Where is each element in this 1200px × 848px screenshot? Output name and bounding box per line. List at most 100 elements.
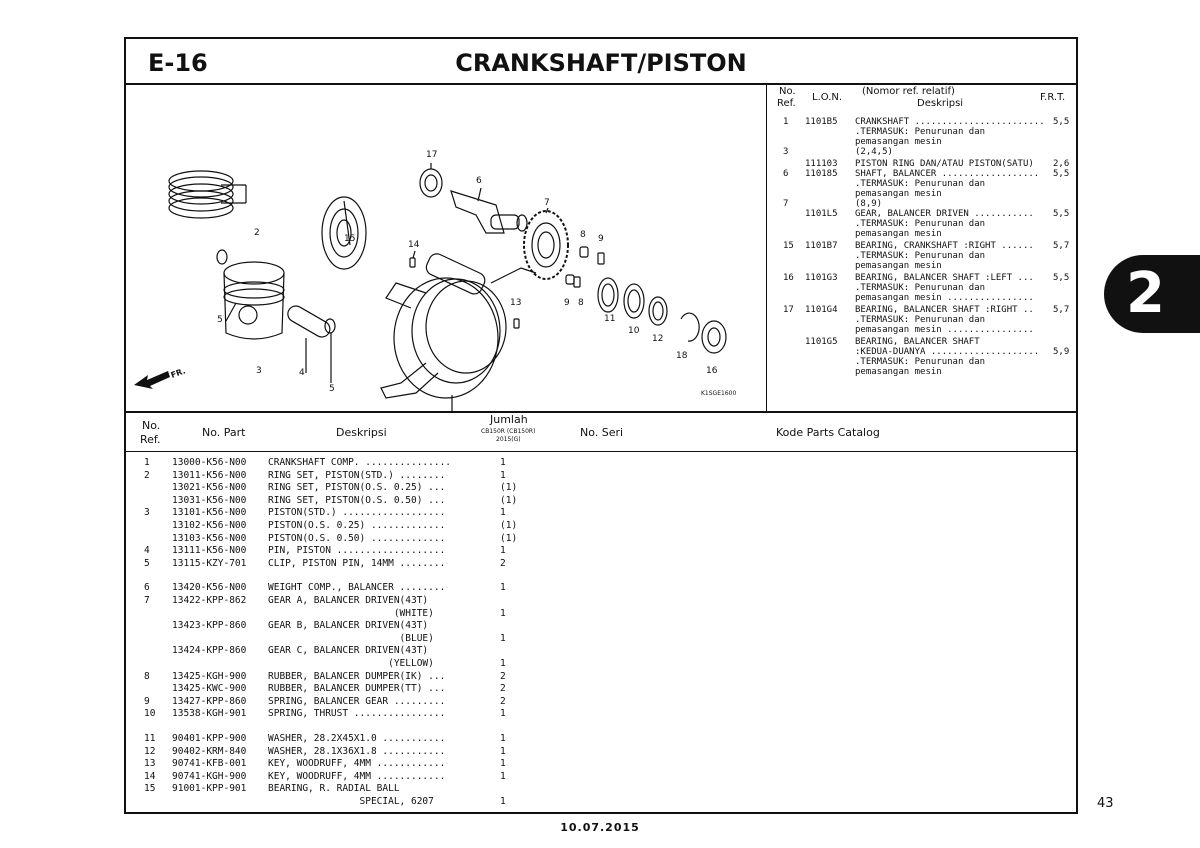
lon-cell-desc: SHAFT, BALANCER .................. <box>855 169 1040 179</box>
exploded-parts-diagram: 17 6 7 8 9 2 15 14 5 13 9 8 11 10 12 18 … <box>134 150 736 413</box>
lon-cell-desc: .TERMASUK: Penurunan dan <box>855 219 986 229</box>
parts-cell-qty: 1 <box>500 545 506 557</box>
front-direction-arrow-icon <box>134 371 170 389</box>
parts-cell-qty: 1 <box>500 758 506 770</box>
parts-cell-qty: 1 <box>500 632 506 644</box>
parts-cell-desc: CLIP, PISTON PIN, 14MM ........ <box>268 557 446 569</box>
parts-cell-part: 13031-K56-N00 <box>172 494 247 506</box>
parts-cell-ref: 7 <box>144 595 150 606</box>
table-row: 10 13538-KGH-901 SPRING, THRUST ..........… <box>126 708 526 720</box>
callout-label: 2 <box>254 228 260 238</box>
parts-ref-header: Ref. <box>140 433 161 446</box>
parts-cell-ref: 15 <box>144 783 156 795</box>
parts-cell-part: 13103-K56-N00 <box>172 532 247 544</box>
lon-frt-header: F.R.T. <box>1040 92 1066 103</box>
callout-label: 8 <box>578 298 584 308</box>
parts-cell-ref: 1 <box>144 457 150 468</box>
parts-cell-desc: SPRING, BALANCER GEAR ......... <box>268 695 446 707</box>
parts-cell-part: 90402-KRM-840 <box>172 745 247 757</box>
piston-ring-set-drawing <box>168 170 234 219</box>
parts-cell-desc: RUBBER, BALANCER DUMPER(IK) ... <box>268 670 446 682</box>
lon-table: No. Ref. L.O.N. (Nomor ref. relatif) Des… <box>767 83 1078 411</box>
parts-cell-qty: 2 <box>500 683 506 695</box>
chapter-tab: 2 <box>1104 255 1200 333</box>
lon-cell-desc: pemasangan mesin <box>855 367 942 377</box>
parts-cell-ref: 11 <box>144 733 156 744</box>
parts-cell-part: 13425-KGH-900 <box>172 670 247 682</box>
callout-label: 10 <box>628 326 640 336</box>
lon-nomor-header: (Nomor ref. relatif) <box>862 86 955 97</box>
parts-cell-ref: 6 <box>144 582 150 594</box>
parts-kode-header: Kode Parts Catalog <box>776 426 880 439</box>
lon-cell-desc: pemasangan mesin <box>855 189 942 199</box>
lon-cell-desc: CRANKSHAFT ........................ <box>855 117 1045 127</box>
lon-cell-ref: 1 <box>783 117 789 127</box>
table-row: (WHITE)1 <box>126 608 526 620</box>
print-date: 10.07.2015 <box>560 821 640 834</box>
parts-table-header: No. Ref. No. Part Deskripsi Jumlah CB150… <box>126 413 1076 452</box>
balancer-bearing-left-drawing <box>701 320 727 354</box>
parts-cell-qty: 1 <box>500 733 506 744</box>
lon-cell-ref: 16 <box>783 273 794 283</box>
lon-table-header: No. Ref. L.O.N. (Nomor ref. relatif) Des… <box>767 85 1078 111</box>
lon-cell-desc: pemasangan mesin <box>855 137 942 147</box>
parts-cell-qty: (1) <box>500 532 518 544</box>
parts-cell-qty: 2 <box>500 695 506 707</box>
parts-year-header: 2015(G) <box>496 436 521 443</box>
parts-part-header: No. Part <box>202 426 246 439</box>
parts-cell-part: 13424-KPP-860 <box>172 645 247 657</box>
parts-cell-part: 13102-K56-N00 <box>172 520 247 531</box>
parts-cell-part: 13011-K56-N00 <box>172 469 247 481</box>
parts-cell-part: 13538-KGH-901 <box>172 708 247 720</box>
lon-cell-desc: .TERMASUK: Penurunan dan <box>855 127 986 137</box>
lon-cell-desc: BEARING, BALANCER SHAFT :RIGHT .. <box>855 305 1034 315</box>
parts-cell-desc: GEAR B, BALANCER DRIVEN(43T) <box>268 620 429 632</box>
callout-label: 14 <box>408 240 420 250</box>
callout-label: 3 <box>256 366 262 376</box>
parts-cell-desc: SPECIAL, 6207 <box>268 796 434 807</box>
parts-cell-part: 90401-KPP-900 <box>172 733 247 744</box>
parts-cell-ref: 14 <box>144 770 156 782</box>
piston-drawing <box>223 261 285 340</box>
parts-cell-desc: PISTON(O.S. 0.50) ............. <box>268 532 446 544</box>
lon-cell-desc: .TERMASUK: Penurunan dan <box>855 357 986 367</box>
lon-cell-desc: (2,4,5) <box>855 147 893 157</box>
parts-cell-qty: 1 <box>500 745 506 757</box>
parts-cell-desc: SPRING, THRUST ................ <box>268 708 446 720</box>
parts-cell-qty: 1 <box>500 507 506 519</box>
diagram-divider <box>766 83 767 411</box>
parts-cell-qty: (1) <box>500 494 518 506</box>
callout-label: 18 <box>676 351 688 361</box>
lon-cell-lon: 1101G3 <box>805 273 838 283</box>
parts-cell-desc: GEAR C, BALANCER DRIVEN(43T) <box>268 645 429 657</box>
parts-cell-desc: PISTON(O.S. 0.25) ............. <box>268 520 446 531</box>
parts-cell-qty: 2 <box>500 670 506 682</box>
callout-label: 9 <box>564 298 570 308</box>
lon-cell-lon: 1101B5 <box>805 117 838 127</box>
parts-cell-part: 13427-KPP-860 <box>172 695 247 707</box>
parts-cell-ref: 12 <box>144 745 156 757</box>
catalog-page-frame: E-16 CRANKSHAFT/PISTON <box>124 37 1078 814</box>
lon-cell-ref: 3 <box>783 147 789 157</box>
parts-cell-ref: 3 <box>144 507 150 519</box>
parts-cell-part: 90741-KGH-900 <box>172 770 247 782</box>
callout-label: 7 <box>544 198 550 208</box>
crankshaft-bearing-drawing <box>321 196 367 270</box>
lon-no-header: No. <box>779 86 796 97</box>
parts-cell-desc: (WHITE) <box>268 607 434 619</box>
parts-cell-ref: 10 <box>144 708 156 720</box>
parts-cell-qty: (1) <box>500 520 518 531</box>
parts-cell-ref: 4 <box>144 545 150 557</box>
lon-cell-frt: 5,5 <box>1053 209 1070 219</box>
page-title: CRANKSHAFT/PISTON <box>455 49 747 77</box>
lon-cell-ref: 6 <box>783 169 789 179</box>
parts-cell-qty: 1 <box>500 457 506 468</box>
parts-cell-qty: 1 <box>500 770 506 782</box>
parts-cell-desc: KEY, WOODRUFF, 4MM ............ <box>268 758 446 770</box>
